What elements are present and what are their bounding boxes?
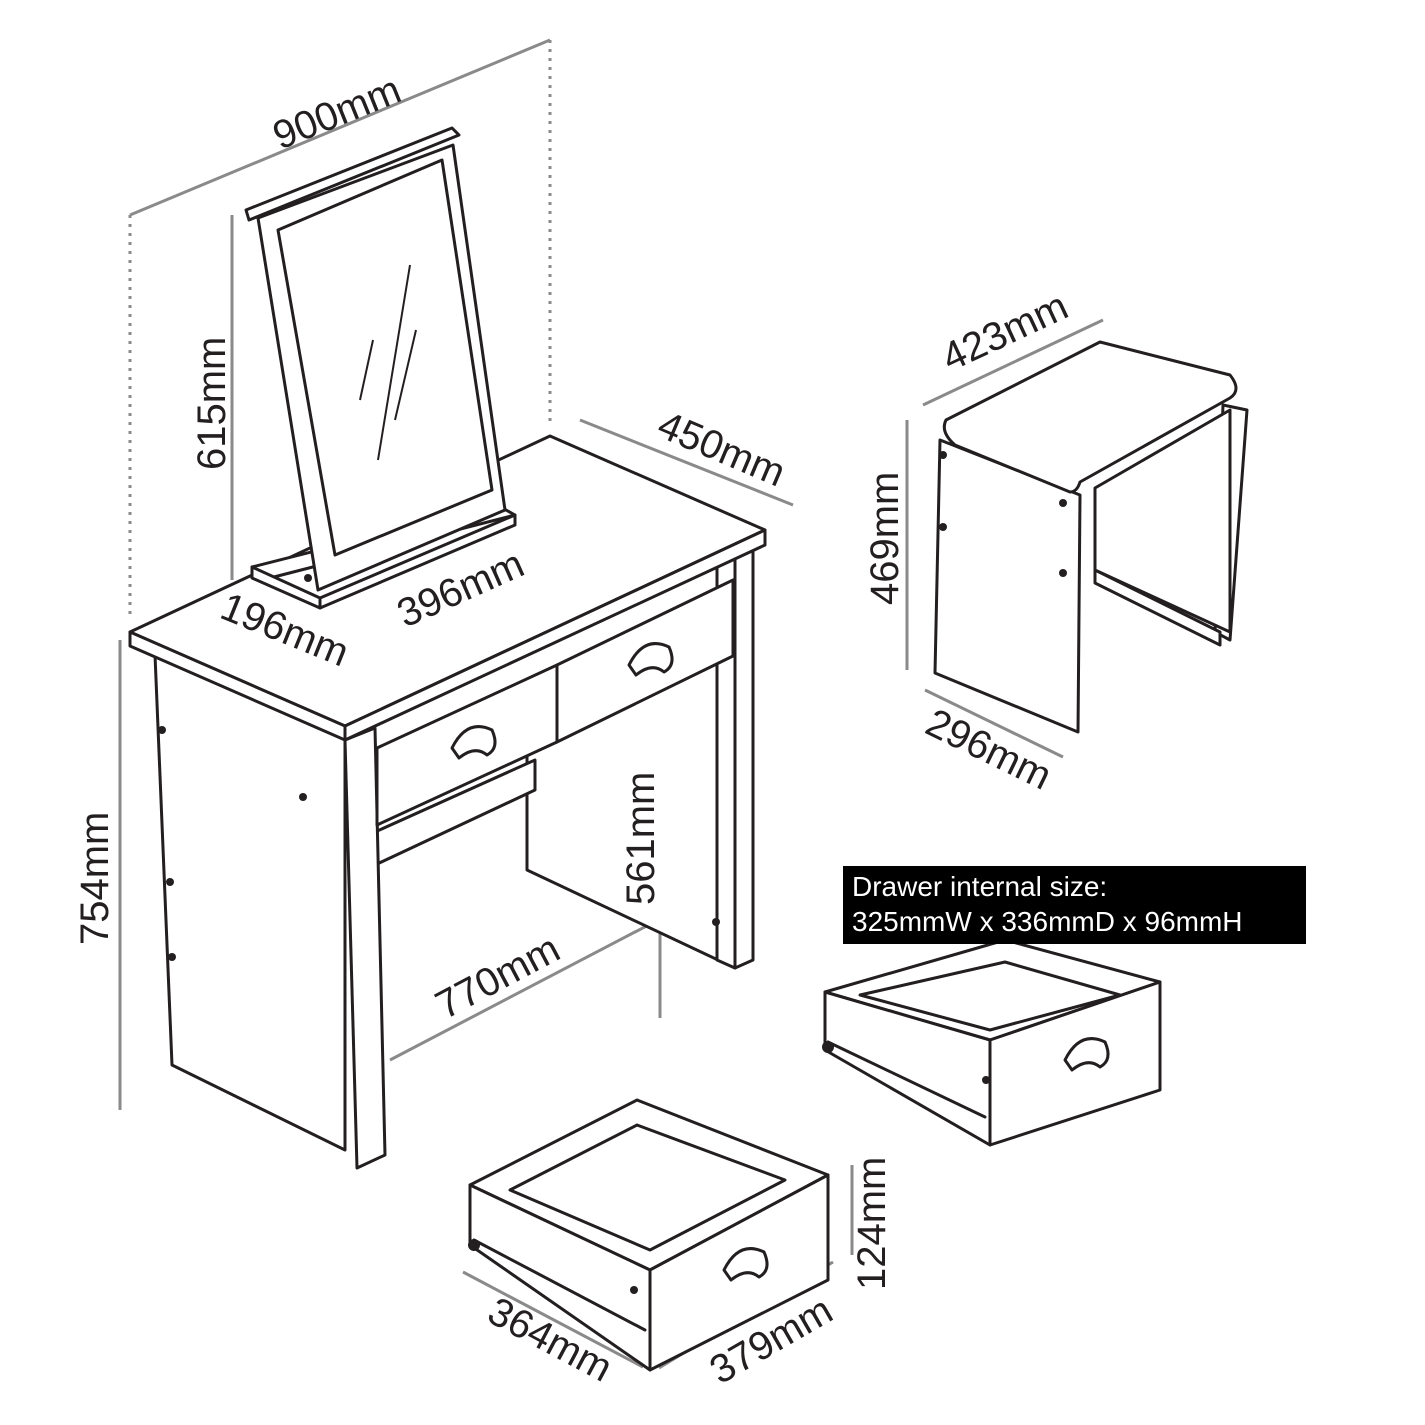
- dim-line-table-depth: [579, 418, 794, 507]
- label-stool-height: 469mm: [863, 472, 907, 605]
- drawer-right-runner: [826, 1040, 987, 1119]
- screw-icon: [939, 523, 947, 531]
- table-top-edge-right: [343, 528, 767, 742]
- mirror-top-bar: [244, 126, 461, 222]
- mirror-glass: [276, 158, 494, 557]
- dim-line-stool-depth: [924, 688, 1064, 759]
- screw-icon: [166, 878, 174, 886]
- mirror-reflection: [359, 339, 374, 401]
- label-table-height: 754mm: [73, 812, 117, 945]
- drawer-bottom-floor: [508, 1123, 787, 1252]
- drawer-bottom-handle-icon: [722, 1247, 769, 1282]
- dim-line-overall-width: [129, 38, 551, 217]
- mirror-reflection: [377, 264, 411, 461]
- screw-icon: [1059, 499, 1067, 507]
- drawer-right-front: [988, 980, 1162, 1147]
- screw-icon: [939, 451, 947, 459]
- drawer-bottom-unit: [468, 1098, 830, 1372]
- drawer-handle-right-icon: [627, 642, 674, 677]
- label-table-depth: 450mm: [651, 403, 791, 496]
- screw-icon: [168, 953, 176, 961]
- drawer-right-handle-icon: [1063, 1037, 1110, 1072]
- mirror-base-side: [318, 513, 517, 610]
- table-left-panel: [153, 653, 347, 1152]
- note-line-1: Drawer internal size:: [852, 871, 1108, 902]
- drawer-handle-left-icon: [450, 725, 497, 760]
- screw-icon: [712, 918, 720, 926]
- stool-seat-cushion: [942, 340, 1238, 494]
- dim-line-stool-width: [922, 318, 1104, 407]
- note-line-2: 325mmW x 336mmD x 96mmH: [852, 906, 1243, 937]
- mirror-reflection: [394, 329, 417, 421]
- drawer-internal-size-note: Drawer internal size: 325mmW x 336mmD x …: [843, 866, 1306, 944]
- screw-icon: [299, 793, 307, 801]
- label-overall-width: 900mm: [267, 68, 407, 159]
- stool-back-panel: [1093, 408, 1232, 634]
- drawer-right-unit: [822, 938, 1162, 1147]
- dressing-table: [128, 434, 767, 1170]
- screw-icon: [468, 1239, 480, 1251]
- screw-icon: [304, 574, 312, 582]
- table-back-right-leg: [733, 536, 755, 970]
- drawer-bottom-runner: [472, 1238, 647, 1332]
- label-mirror-height: 615mm: [190, 337, 234, 470]
- table-drawer-right: [555, 578, 735, 744]
- screw-icon: [1059, 569, 1067, 577]
- screw-icon: [158, 726, 166, 734]
- label-drawer-height: 124mm: [850, 1157, 894, 1290]
- screw-icon: [630, 1286, 638, 1294]
- screw-icon: [982, 1076, 990, 1084]
- label-leg-gap-height: 561mm: [619, 772, 663, 905]
- drawer-bottom-front: [648, 1173, 830, 1372]
- stool-stretcher: [1093, 568, 1222, 647]
- dim-line-drawer-depth: [462, 1270, 644, 1369]
- stool: [933, 340, 1249, 734]
- mirror: [244, 126, 517, 610]
- screw-icon: [822, 1041, 834, 1053]
